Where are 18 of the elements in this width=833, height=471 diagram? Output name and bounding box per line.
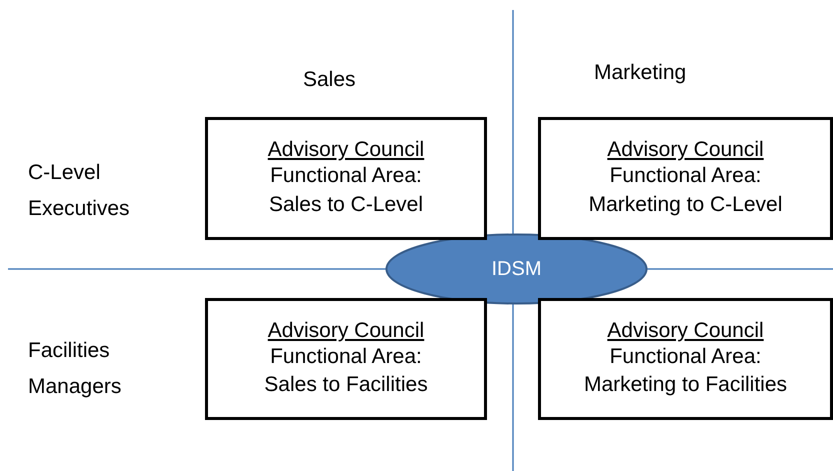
- row-heading: Facilities Managers: [28, 338, 122, 400]
- functional-area-text: Functional Area: Marketing to C-Level: [588, 163, 784, 218]
- council-heading: Advisory Council: [607, 318, 764, 343]
- row-heading: C-Level Executives: [28, 160, 131, 222]
- council-box: [538, 117, 833, 240]
- column-heading: Sales: [303, 67, 356, 93]
- column-heading: Marketing: [594, 60, 686, 86]
- council-heading: Advisory Council: [268, 138, 424, 162]
- functional-area-text: Functional Area: Marketing to Facilities: [582, 344, 788, 398]
- council-heading: Advisory Council: [607, 138, 764, 162]
- functional-area-text: Functional Area: Sales to Facilities: [263, 344, 429, 398]
- ellipse-label: IDSM: [492, 258, 542, 280]
- council-heading: Advisory Council: [268, 318, 424, 343]
- council-box: [538, 298, 833, 420]
- council-box: [205, 117, 487, 240]
- council-box: [205, 298, 487, 420]
- functional-area-text: Functional Area: Sales to C-Level: [268, 163, 424, 218]
- center-ellipse: [385, 233, 648, 305]
